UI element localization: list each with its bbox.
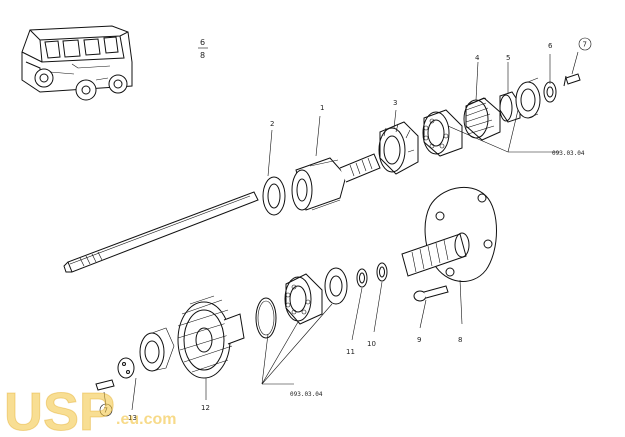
callout-13: 13 bbox=[128, 414, 137, 422]
callout-7-upper: 7 bbox=[583, 41, 587, 49]
part-9-bolt bbox=[413, 285, 449, 302]
watermark-brand: USP bbox=[4, 382, 115, 437]
vehicle-thumbnail bbox=[21, 25, 133, 101]
part-7-bolt-lower bbox=[95, 379, 115, 391]
page-fraction-top: 6 bbox=[200, 38, 205, 47]
part-3-slotted-ring bbox=[378, 121, 419, 175]
callout-5: 5 bbox=[506, 54, 510, 62]
part-13-plate bbox=[117, 357, 135, 379]
part-10-ring bbox=[376, 262, 388, 282]
callout-9: 9 bbox=[417, 336, 421, 344]
part-8-flange bbox=[401, 186, 497, 282]
part-12-gear bbox=[177, 295, 245, 379]
part-5b-bearing bbox=[515, 77, 541, 119]
callout-7-lower: 7 bbox=[104, 407, 108, 415]
group-refs: 093.03.04 093.03.04 bbox=[290, 150, 585, 398]
part-6-washer bbox=[543, 81, 557, 103]
part-1-cv-joint bbox=[291, 153, 381, 211]
callout-2: 2 bbox=[270, 120, 274, 128]
page-fraction: 6 8 bbox=[198, 38, 208, 60]
part-11-ring bbox=[356, 268, 368, 288]
callout-6: 6 bbox=[548, 42, 553, 50]
group-ref-upper: 093.03.04 bbox=[552, 150, 585, 157]
lower-bearing bbox=[284, 273, 323, 325]
part-7-bolt-upper bbox=[563, 73, 581, 87]
watermark-domain: .eu.com bbox=[116, 411, 176, 428]
lower-seal bbox=[324, 267, 348, 305]
page-fraction-bottom: 8 bbox=[200, 51, 205, 60]
callout-12: 12 bbox=[201, 404, 210, 412]
part-4-gear bbox=[463, 97, 501, 141]
part-13-bearing bbox=[139, 327, 175, 372]
snap-ring bbox=[255, 297, 277, 339]
callout-11: 11 bbox=[346, 348, 355, 356]
usp-watermark-logo: USP .eu.com bbox=[4, 382, 177, 437]
axle-shaft bbox=[63, 191, 259, 273]
group-ref-lower: 093.03.04 bbox=[290, 391, 323, 398]
part-5-sleeve bbox=[499, 91, 521, 123]
upper-bearing bbox=[422, 109, 463, 157]
callout-4: 4 bbox=[475, 54, 480, 62]
leader-lines bbox=[103, 51, 579, 411]
callouts: 1 2 3 4 5 6 7 7 8 9 10 11 12 13 bbox=[99, 37, 592, 422]
callout-10: 10 bbox=[367, 340, 376, 348]
callout-8: 8 bbox=[458, 336, 462, 344]
part-2-ring bbox=[262, 176, 286, 216]
callout-1: 1 bbox=[320, 104, 324, 112]
callout-3: 3 bbox=[393, 99, 397, 107]
